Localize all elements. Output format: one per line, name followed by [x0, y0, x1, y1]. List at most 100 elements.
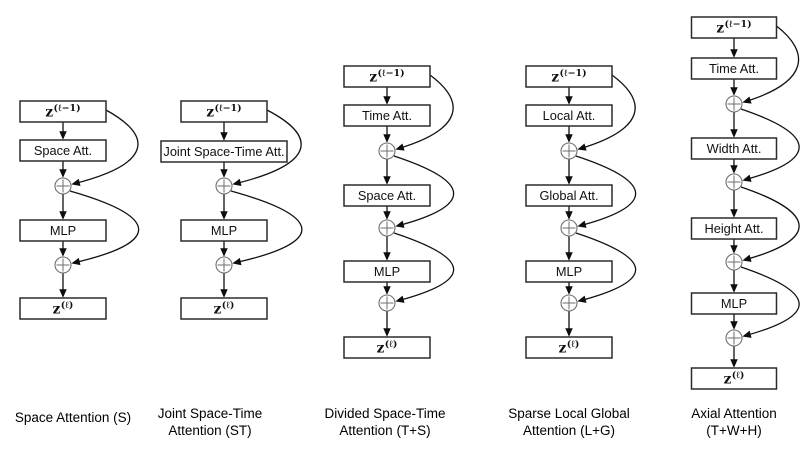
skip-connection-arrow	[232, 109, 302, 187]
tensor-symbol: z	[206, 105, 214, 121]
tensor-box	[180, 297, 268, 320]
tensor-symbol: z	[724, 372, 732, 388]
tensor-symbol: z	[369, 70, 377, 86]
caption-line: (T+W+H)	[706, 422, 762, 438]
layer-label: MLP	[50, 223, 76, 238]
layer-box	[180, 219, 268, 242]
skip-connection-arrow	[577, 74, 636, 151]
tensor-symbol: z	[214, 302, 222, 318]
tensor-symbol: z	[559, 341, 567, 357]
caption-line: Attention (T+S)	[339, 422, 431, 438]
skip-connection-arrow	[740, 108, 800, 182]
tensor-label: z(ℓ)	[559, 339, 580, 357]
tensor-label: z(ℓ)	[214, 300, 235, 318]
tensor-label: z(ℓ−1)	[206, 103, 241, 121]
caption-line: Attention (ST)	[168, 422, 252, 438]
layer-box	[343, 184, 431, 207]
tensor-box	[343, 336, 431, 359]
layer-label: Local Att.	[543, 108, 596, 123]
tensor-superscript: (ℓ−1)	[725, 19, 752, 30]
caption-line: Axial Attention	[691, 406, 777, 421]
layer-box	[525, 104, 613, 127]
column-caption-space: Space Attention (S)	[0, 410, 163, 427]
layer-label: MLP	[556, 264, 582, 279]
tensor-symbol: z	[45, 105, 53, 121]
layer-label: Global Att.	[539, 188, 598, 203]
tensor-superscript: (ℓ−1)	[378, 68, 405, 79]
skip-connection-arrow	[71, 109, 139, 186]
tensor-box	[690, 367, 778, 390]
tensor-box	[343, 65, 431, 88]
layer-label: Height Att.	[704, 221, 763, 236]
tensor-superscript: (ℓ)	[732, 370, 745, 381]
skip-connection-arrow	[740, 266, 800, 338]
tensor-superscript: (ℓ)	[567, 339, 580, 350]
layer-label: Time Att.	[709, 61, 759, 76]
layer-box	[160, 140, 288, 163]
column-caption-axial: Axial Attention(T+W+H)	[644, 406, 812, 439]
tensor-box	[690, 16, 778, 39]
tensor-symbol: z	[377, 341, 385, 357]
layer-label: Width Att.	[707, 141, 762, 156]
tensor-box	[180, 100, 268, 123]
tensor-superscript: (ℓ−1)	[54, 103, 81, 114]
skip-connection-arrow	[575, 155, 637, 228]
layer-box	[525, 184, 613, 207]
layer-box	[690, 292, 778, 315]
tensor-box	[525, 65, 613, 88]
skip-connection-arrow	[740, 186, 800, 262]
layer-label: Time Att.	[362, 108, 412, 123]
skip-connection-arrow	[395, 74, 454, 151]
tensor-symbol: z	[53, 302, 61, 318]
layer-box	[690, 57, 778, 80]
layer-box	[690, 137, 778, 160]
tensor-label: z(ℓ−1)	[369, 68, 404, 86]
layer-box	[19, 139, 107, 162]
caption-line: Divided Space-Time	[324, 406, 446, 421]
layer-box	[19, 219, 107, 242]
tensor-superscript: (ℓ−1)	[560, 68, 587, 79]
layer-box	[343, 104, 431, 127]
tensor-label: z(ℓ)	[53, 300, 74, 318]
tensor-label: z(ℓ)	[724, 370, 745, 388]
tensor-superscript: (ℓ)	[61, 300, 74, 311]
layer-box	[343, 260, 431, 283]
skip-connection-arrow	[393, 155, 455, 228]
tensor-symbol: z	[551, 70, 559, 86]
layer-label: Space Att.	[358, 188, 416, 203]
caption-line: Sparse Local Global	[508, 406, 630, 421]
tensor-box	[525, 336, 613, 359]
caption-line: Space Attention (S)	[14, 410, 132, 425]
skip-connection-arrow	[393, 232, 455, 303]
tensor-symbol: z	[716, 21, 724, 37]
layer-label: MLP	[211, 223, 237, 238]
tensor-superscript: (ℓ)	[222, 300, 235, 311]
caption-line: Attention (L+G)	[523, 422, 615, 438]
tensor-superscript: (ℓ)	[385, 339, 398, 350]
column-axial: z(ℓ−1)Time Att.Width Att.Height Att.MLPz…	[690, 16, 800, 390]
caption-line: Joint Space-Time	[157, 406, 263, 421]
tensor-label: z(ℓ)	[377, 339, 398, 357]
tensor-box	[19, 297, 107, 320]
layer-label: MLP	[721, 296, 747, 311]
tensor-label: z(ℓ−1)	[45, 103, 80, 121]
skip-connection-arrow	[230, 190, 303, 266]
layer-box	[525, 260, 613, 283]
skip-connection-arrow	[69, 190, 140, 266]
skip-connection-arrow	[742, 25, 800, 104]
tensor-box	[19, 100, 107, 123]
layer-label: MLP	[374, 264, 400, 279]
tensor-label: z(ℓ−1)	[716, 19, 751, 37]
layer-label: Space Att.	[34, 143, 92, 158]
tensor-label: z(ℓ−1)	[551, 68, 586, 86]
tensor-superscript: (ℓ−1)	[215, 103, 242, 114]
layer-label: Joint Space-Time Att.	[163, 144, 284, 159]
